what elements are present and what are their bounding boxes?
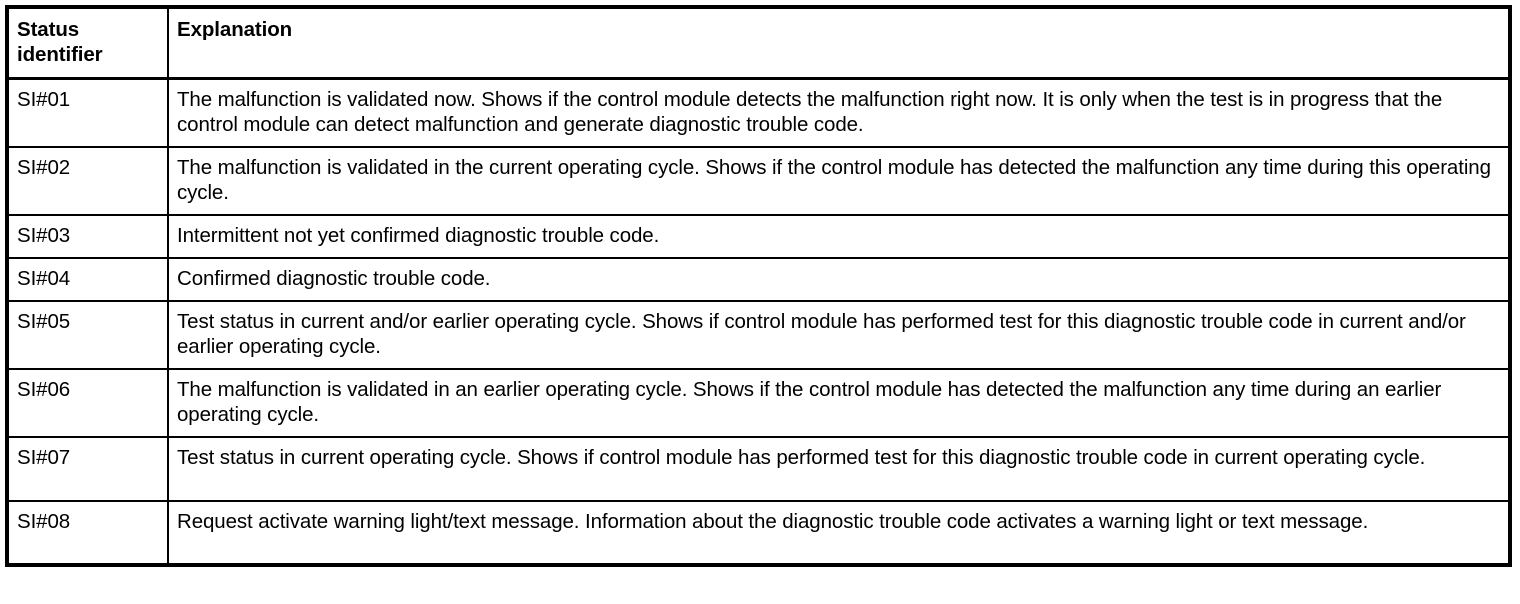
cell-status-identifier: SI#03 [7, 214, 169, 259]
cell-status-identifier: SI#01 [7, 77, 169, 148]
cell-explanation: Test status in current and/or earlier op… [167, 300, 1510, 370]
column-header-explanation: Explanation [167, 6, 1510, 80]
cell-explanation: The malfunction is validated in an earli… [167, 368, 1510, 438]
cell-status-identifier: SI#08 [7, 500, 169, 565]
cell-explanation: The malfunction is validated in the curr… [167, 146, 1510, 216]
table-row: SI#05 Test status in current and/or earl… [7, 300, 1510, 370]
column-header-status-identifier: Status identifier [7, 6, 169, 80]
table-row: SI#07 Test status in current operating c… [7, 436, 1510, 502]
cell-status-identifier: SI#06 [7, 368, 169, 438]
table-row: SI#01 The malfunction is validated now. … [7, 77, 1510, 148]
cell-status-identifier: SI#07 [7, 436, 169, 502]
cell-status-identifier: SI#02 [7, 146, 169, 216]
cell-explanation: The malfunction is validated now. Shows … [167, 77, 1510, 148]
table-header: Status identifier Explanation [7, 6, 1510, 80]
cell-status-identifier: SI#04 [7, 257, 169, 302]
table-row: SI#04 Confirmed diagnostic trouble code. [7, 257, 1510, 302]
table-row: SI#03 Intermittent not yet confirmed dia… [7, 214, 1510, 259]
cell-status-identifier: SI#05 [7, 300, 169, 370]
status-identifier-table: Status identifier Explanation SI#01 The … [5, 5, 1512, 567]
table-body: SI#01 The malfunction is validated now. … [7, 77, 1510, 565]
cell-explanation: Confirmed diagnostic trouble code. [167, 257, 1510, 302]
cell-explanation: Request activate warning light/text mess… [167, 500, 1510, 565]
table-row: SI#02 The malfunction is validated in th… [7, 146, 1510, 216]
table-row: SI#08 Request activate warning light/tex… [7, 500, 1510, 565]
cell-explanation: Intermittent not yet confirmed diagnosti… [167, 214, 1510, 259]
table-header-row: Status identifier Explanation [7, 6, 1510, 80]
table-row: SI#06 The malfunction is validated in an… [7, 368, 1510, 438]
cell-explanation: Test status in current operating cycle. … [167, 436, 1510, 502]
